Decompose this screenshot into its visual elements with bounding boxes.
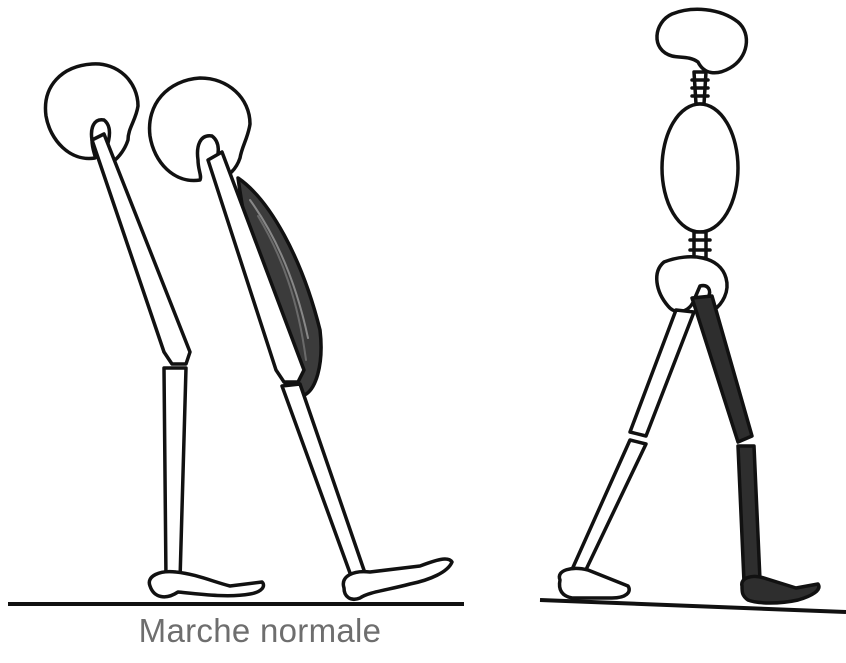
tibia-2: [282, 384, 366, 584]
foot-rear: [559, 568, 629, 598]
caption-text: Marche normale: [120, 612, 400, 650]
tibia-1: [164, 368, 186, 580]
femur-rear: [630, 310, 694, 436]
tibia-rear: [570, 440, 646, 578]
pelvis-1: [45, 64, 138, 162]
pelvis-2: [150, 78, 250, 180]
ribcage: [662, 104, 738, 232]
foot-front-dark: [742, 576, 819, 603]
tibia-front-dark: [738, 446, 760, 582]
spine-lower: [694, 232, 706, 258]
femur-front-dark: [692, 296, 752, 442]
skull: [657, 9, 746, 72]
foot-1: [149, 572, 263, 597]
leg-figure-2: [150, 78, 452, 599]
ground-line-right: [540, 600, 846, 612]
walking-skeleton: [559, 9, 819, 603]
